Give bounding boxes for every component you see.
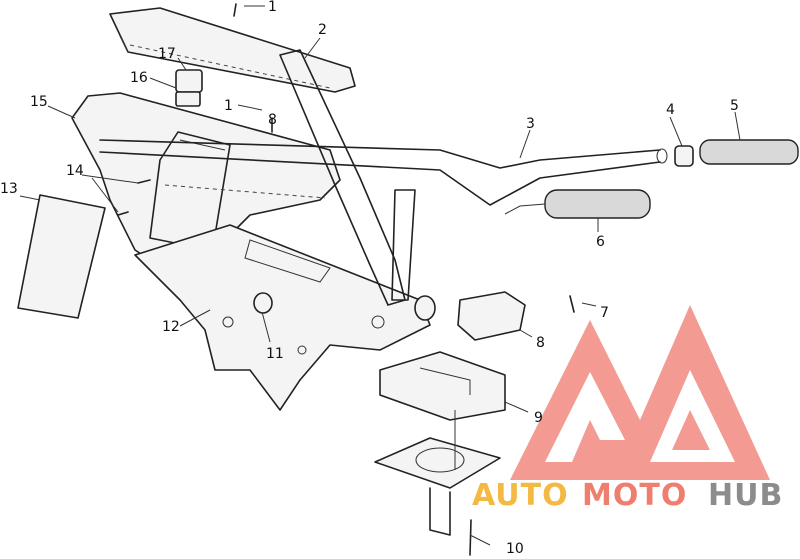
callout-11: 11 (266, 346, 284, 362)
callout-10: 10 (506, 541, 524, 557)
watermark-moto: MOTO (582, 478, 687, 513)
callout-12: 12 (162, 319, 180, 335)
fender (17, 194, 106, 319)
callout-13: 13 (0, 181, 18, 197)
callout-1: 1 (268, 0, 277, 15)
callout-17: 17 (158, 46, 176, 62)
callout-16: 16 (130, 70, 148, 86)
lower-clamp (379, 351, 506, 421)
handlebar (99, 49, 668, 321)
right-grip (699, 139, 799, 165)
bushing (253, 292, 273, 314)
screw (233, 3, 237, 17)
bolt (469, 519, 472, 556)
hood-panel (109, 7, 356, 93)
watermark-auto: AUTO (472, 478, 569, 513)
screw (117, 211, 129, 216)
switch-housing (175, 69, 203, 107)
callout-4: 4 (666, 102, 675, 118)
callout-9: 9 (534, 410, 543, 426)
callout-8b: 8 (268, 112, 277, 128)
callout-14: 14 (66, 163, 84, 179)
upper-clamp (457, 291, 526, 341)
watermark-hub: HUB (708, 478, 783, 513)
callout-8: 8 (536, 335, 545, 351)
mount-plate (374, 437, 501, 536)
callout-5: 5 (730, 98, 739, 114)
callout-7: 7 (600, 305, 609, 321)
heated-grip (504, 189, 651, 219)
callout-6: 6 (596, 234, 605, 250)
screw (569, 295, 575, 313)
watermark-logo (510, 305, 770, 480)
callout-3: 3 (526, 116, 535, 132)
callout-2: 2 (318, 22, 327, 38)
leader-lines (19, 5, 741, 546)
callout-15: 15 (30, 94, 48, 110)
screw (137, 179, 151, 184)
callout-1b: 1 (224, 98, 233, 114)
end-cap (674, 145, 694, 167)
